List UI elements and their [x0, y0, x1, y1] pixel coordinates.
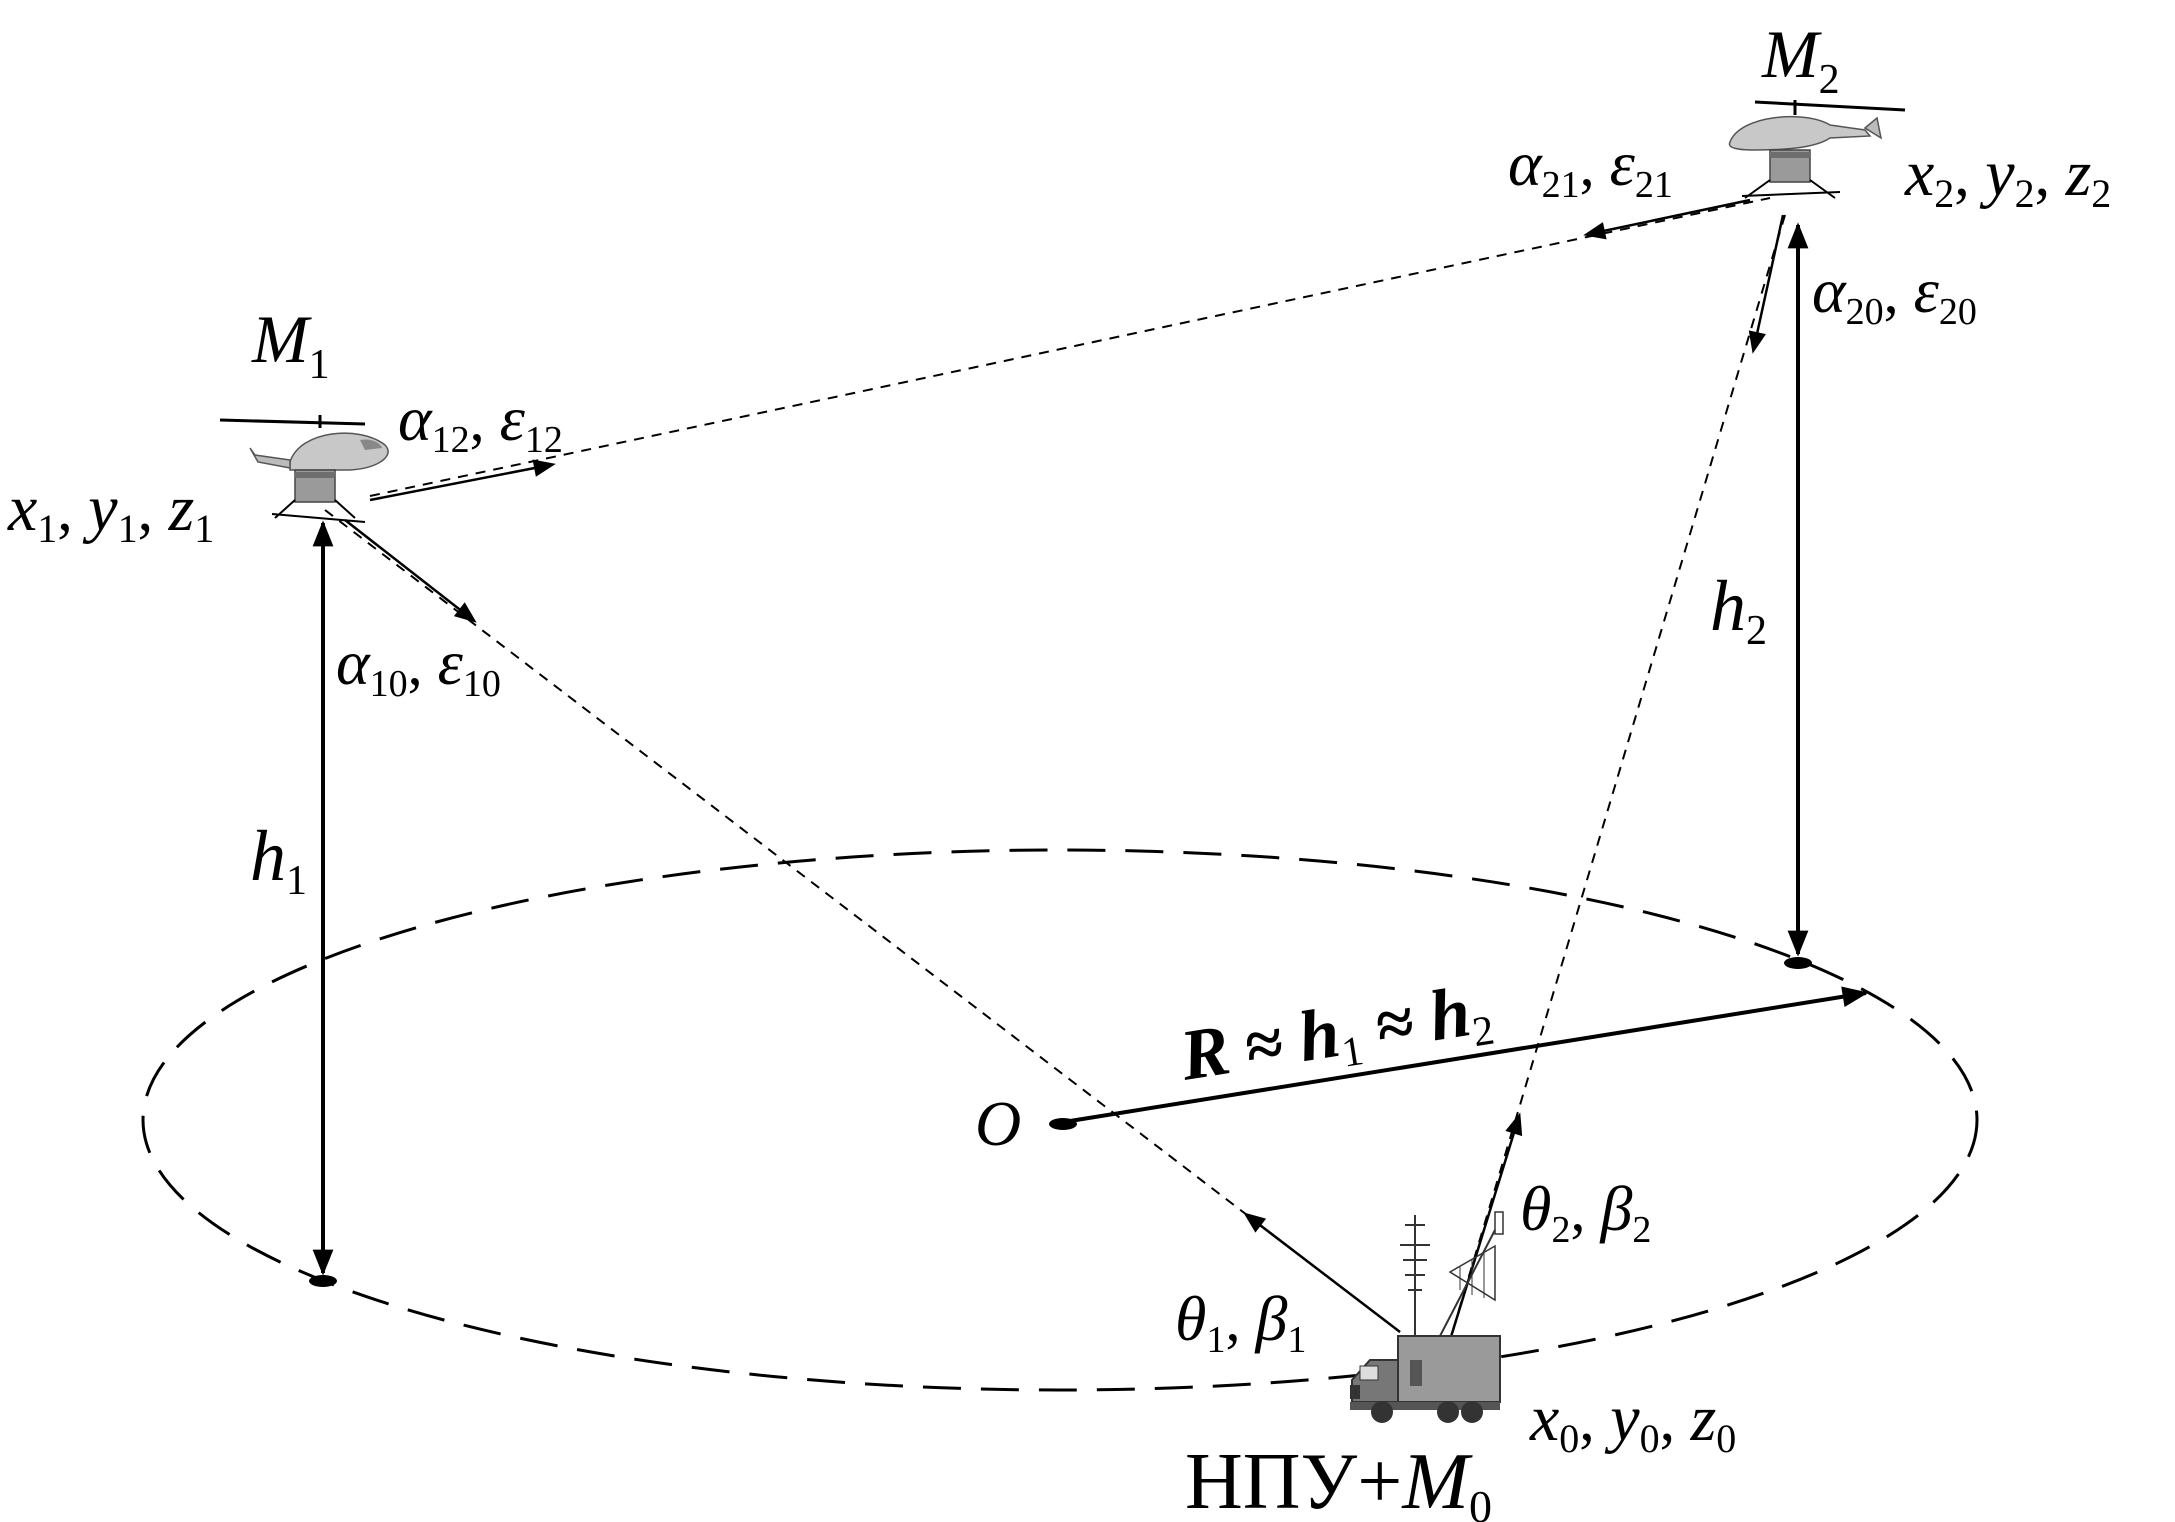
label-a20: α20, ε20	[1812, 255, 1977, 333]
radius-arrow	[1069, 986, 1869, 1123]
ground-point-2	[1784, 957, 1812, 969]
label-h2: h2	[1710, 566, 1767, 654]
svg-text:M1: M1	[251, 301, 330, 388]
label-a12: α12, ε12	[398, 383, 563, 461]
drone-m1-icon	[219, 415, 389, 523]
center-label: O	[975, 1088, 1021, 1159]
ground-coords: x0, y0, z0	[1529, 1382, 1736, 1461]
arrow-a20	[1748, 214, 1785, 354]
m1-name: M	[251, 301, 312, 377]
label-h1: h1	[250, 816, 307, 904]
m1-sub: 1	[309, 342, 330, 388]
arrow-t1	[1243, 1212, 1401, 1333]
drone-m2-icon	[1728, 100, 1906, 199]
m1-coords: x1, y1, z1	[7, 472, 214, 551]
label-a10: α10, ε10	[336, 627, 501, 705]
svg-text:M2: M2	[1761, 16, 1840, 103]
coverage-ellipse	[141, 848, 1979, 1392]
arrow-a12	[369, 459, 556, 502]
ground-point-1	[309, 1275, 337, 1287]
svg-text:R ≈ h1 ≈ h2: R ≈ h1 ≈ h2	[1174, 968, 1497, 1102]
m2-coords: x2, y2, z2	[1904, 137, 2111, 216]
label-t2: θ2, β2	[1520, 1173, 1651, 1251]
label-a21: α21, ε21	[1508, 128, 1673, 206]
arrow-t2	[1448, 1112, 1523, 1341]
ground-station-truck-icon	[1350, 1211, 1504, 1423]
arrow-a21	[1583, 198, 1751, 240]
arrow-a10	[344, 519, 477, 623]
label-radius: R ≈ h1 ≈ h2	[1174, 968, 1497, 1102]
m2-sub: 2	[1819, 57, 1840, 103]
m2-name: M	[1761, 16, 1822, 92]
label-t1: θ1, β1	[1175, 1283, 1306, 1361]
ground-station-title: НПУ+M0	[1185, 1438, 1492, 1522]
link-m1-ground	[324, 509, 1401, 1333]
link-m2-ground	[1449, 214, 1786, 1341]
link-m1-m2	[369, 197, 1771, 497]
